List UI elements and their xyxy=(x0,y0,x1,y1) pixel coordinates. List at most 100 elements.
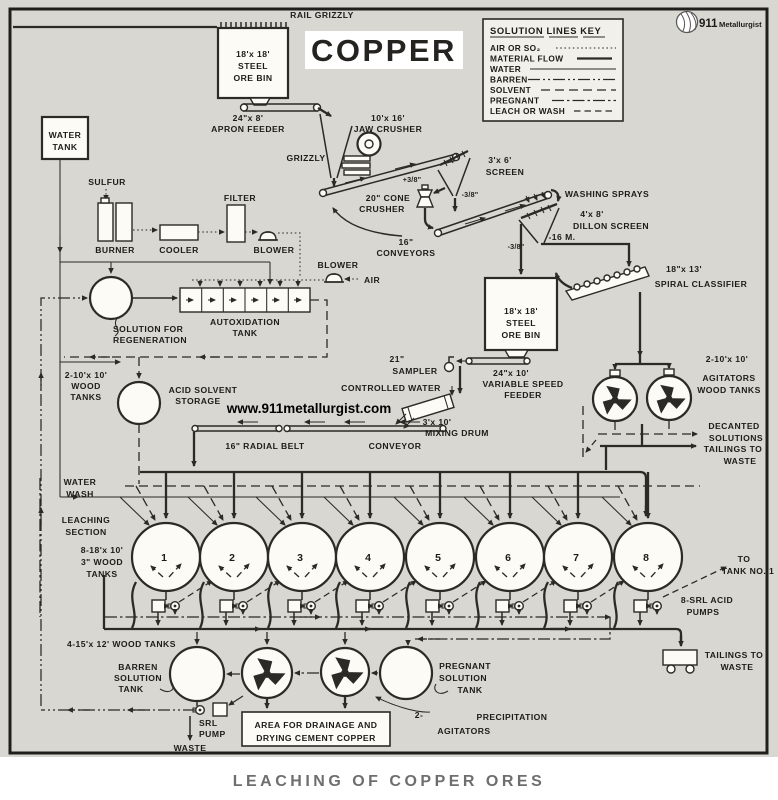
solution-regen-label: SOLUTION FOR xyxy=(113,324,184,334)
acid-solvent-label: ACID SOLVENT xyxy=(169,385,238,395)
legend-entry: AIR OR SO₂ xyxy=(490,43,541,53)
crushing-section xyxy=(13,22,650,357)
acid-pump xyxy=(219,599,234,613)
barren-solution-tank xyxy=(168,645,226,703)
tank-number: 8 xyxy=(643,552,649,564)
minus-three-eighths-label: -3/8" xyxy=(508,242,525,251)
ore-bin-mid-label: STEEL xyxy=(506,318,536,328)
tank-number: 5 xyxy=(435,552,441,564)
radial-belt-label: 16" RADIAL BELT xyxy=(225,441,305,451)
srl-pump-box xyxy=(212,702,228,717)
legend-entry: PREGNANT xyxy=(490,96,539,106)
legend-entry: WATER xyxy=(490,64,521,74)
variable-speed-feeder-label: VARIABLE SPEED xyxy=(482,379,563,389)
agitator-section xyxy=(582,356,698,470)
blower-label: BLOWER xyxy=(318,260,359,270)
decanted-solutions-label: DECANTED xyxy=(708,421,759,431)
leach-tank: 8 xyxy=(601,472,684,629)
controlled-water-label: CONTROLLED WATER xyxy=(341,383,441,393)
precipitation-label: PRECIPITATION xyxy=(477,712,548,722)
legend: SOLUTION LINES KEY AIR OR SO₂ MATERIAL F… xyxy=(482,18,624,122)
autoxidation-label: AUTOXIDATION xyxy=(210,317,280,327)
acid-pump xyxy=(425,599,440,613)
srl-acid-pumps-label: 8-SRL ACID xyxy=(681,595,733,605)
tailings-cart xyxy=(662,649,698,666)
filter xyxy=(226,204,246,243)
srl-pump-label: PUMP xyxy=(199,729,226,739)
sampler-label: SAMPLER xyxy=(392,366,438,376)
spiral-classifier-label: SPIRAL CLASSIFIER xyxy=(655,279,748,289)
cone-crusher-label: CRUSHER xyxy=(359,204,405,214)
drainage-area-label: DRYING CEMENT COPPER xyxy=(256,733,376,743)
wood-tanks-left-label: TANKS xyxy=(70,392,101,402)
acid-pump xyxy=(495,599,510,613)
page-title: COPPER xyxy=(311,33,457,68)
cone-crusher-label: 20" CONE xyxy=(366,193,410,203)
wood-tanks-left-label: 2-10'x 10' xyxy=(65,370,108,380)
water-tank xyxy=(40,115,90,161)
leaching-section-label: SECTION xyxy=(65,527,106,537)
pregnant-solution-tank xyxy=(378,645,434,701)
drainage-area-label: AREA FOR DRAINAGE AND xyxy=(255,720,378,730)
tank-number: 3 xyxy=(297,552,303,564)
to-tank-1-line xyxy=(662,566,727,598)
wood-tanks-bottom-label: 4-15'x 12' WOOD TANKS xyxy=(67,639,176,649)
sulfur-label: SULFUR xyxy=(88,177,126,187)
leach-tanks-label: 8-18'x 10' xyxy=(81,545,124,555)
leach-tank: 3 xyxy=(255,472,349,629)
leach-tank-row: 1 2 xyxy=(119,472,727,629)
leach-tank: 7 xyxy=(531,472,625,629)
barren-tank-label: SOLUTION xyxy=(114,673,162,683)
variable-speed-feeder-label: FEEDER xyxy=(504,390,542,400)
solution-manifolds xyxy=(39,470,700,647)
water-wash-label: WATER xyxy=(64,477,97,487)
acid-pump xyxy=(563,599,578,613)
ore-bin-mid-label: 18'x 18' xyxy=(504,306,538,316)
to-tank-1-label: TO xyxy=(738,554,751,564)
mixing-drum-label: MIXING DRUM xyxy=(425,428,489,438)
legend-entry: LEACH OR WASH xyxy=(490,106,565,116)
srl-pump-label: SRL xyxy=(199,718,218,728)
rail-grizzly-label: RAIL GRIZZLY xyxy=(290,10,354,20)
jaw-crusher-label: 10'x 16' xyxy=(371,113,405,123)
sampler-icon xyxy=(443,361,455,373)
acid-pump xyxy=(355,599,370,613)
variable-speed-feeder-label: 24"x 10' xyxy=(493,368,529,378)
burner xyxy=(115,202,133,242)
caption-band xyxy=(0,757,778,800)
logo-number: 911 xyxy=(699,18,718,30)
agitators-label: 2-10'x 10' xyxy=(706,354,749,364)
sampler-label: 21" xyxy=(390,354,405,364)
ore-bin-top-label: STEEL xyxy=(238,61,268,71)
decanted-solutions-label: SOLUTIONS xyxy=(709,433,763,443)
steel-ore-bin-mid xyxy=(483,276,559,352)
precipitation-section xyxy=(41,632,698,747)
apron-feeder-label: 24"x 8' xyxy=(233,113,264,123)
conveyors-label: 16" xyxy=(399,237,414,247)
leach-tanks-label: 3" WOOD xyxy=(81,557,123,567)
acid-solvent-label: STORAGE xyxy=(175,396,221,406)
pregnant-tank-label: TANK xyxy=(457,685,482,695)
plus-three-eighths-label: +3/8" xyxy=(403,175,422,184)
screen-label: SCREEN xyxy=(486,167,525,177)
acid-pump xyxy=(151,599,166,613)
water-wash-label: WASH xyxy=(66,489,94,499)
dillon-screen-label: DILLON SCREEN xyxy=(573,221,649,231)
burner-label: BURNER xyxy=(95,245,135,255)
dillon-screen-label: 4'x 8' xyxy=(580,209,604,219)
tank-number: 4 xyxy=(365,552,371,564)
jaw-crusher-label: JAW CRUSHER xyxy=(354,124,423,134)
grizzly-label: GRIZZLY xyxy=(286,153,325,163)
tailings-cart-label: WASTE xyxy=(721,662,754,672)
minus-16-mesh-label: -16 M. xyxy=(548,232,575,242)
acid-solvent-storage-tank xyxy=(116,380,162,426)
tailings-cart-label: TAILINGS TO xyxy=(705,650,764,660)
tank-number: 2 xyxy=(229,552,235,564)
leach-tank: 5 xyxy=(393,472,487,629)
drainage-area-box xyxy=(241,711,391,747)
air-label: AIR xyxy=(364,275,380,285)
title-background xyxy=(305,31,463,69)
leach-tank: 4 xyxy=(323,472,417,629)
pregnant-tank-label: SOLUTION xyxy=(439,673,487,683)
solution-regeneration-tank xyxy=(88,275,134,321)
